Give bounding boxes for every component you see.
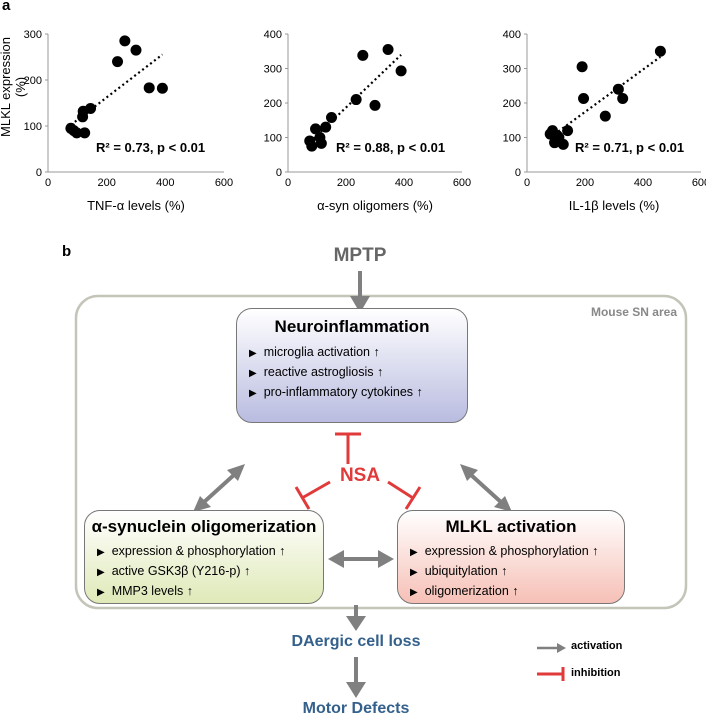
asyn-list: expression & phosphorylation ↑ active GS… <box>97 542 286 602</box>
neuroinflammation-list: microglia activation ↑ reactive astrogli… <box>249 343 423 403</box>
legend-activation-arrow <box>537 643 566 653</box>
mouse-sn-area-frame <box>74 294 688 610</box>
list-item: expression & phosphorylation ↑ <box>410 542 599 562</box>
nsa-inhibition-marks <box>294 432 422 510</box>
data-point <box>562 125 574 137</box>
nsa-label: NSA <box>339 465 381 486</box>
x-axis-label: TNF-α levels (%) <box>87 198 185 213</box>
y-tick-label: 100 <box>503 133 521 145</box>
data-point <box>306 140 318 152</box>
x-tick-label: 400 <box>395 177 413 189</box>
data-point <box>395 65 407 77</box>
r-squared-annotation: R² = 0.71, p < 0.01 <box>575 140 684 155</box>
y-tick-label: 200 <box>24 75 42 87</box>
asyn-mlkl-arrow <box>328 550 394 568</box>
mlkl-activation-box: MLKL activation expression & phosphoryla… <box>397 510 625 604</box>
mlkl-title: MLKL activation <box>445 517 577 536</box>
data-point <box>143 82 155 94</box>
data-point <box>315 137 327 149</box>
y-tick-label: 300 <box>264 64 282 76</box>
data-point <box>576 61 588 73</box>
data-point <box>578 93 590 105</box>
neuroinflammation-title: Neuroinflammation <box>274 317 430 336</box>
y-tick-label: 400 <box>503 29 521 41</box>
x-tick-label: 200 <box>337 177 355 189</box>
data-point <box>350 94 362 106</box>
asyn-oligomerization-box: α-synuclein oligomerization expression &… <box>84 510 324 604</box>
list-item: oligomerization ↑ <box>410 582 598 602</box>
y-tick-label: 300 <box>503 64 521 76</box>
panel-b-letter: b <box>62 243 72 260</box>
x-tick-label: 0 <box>524 177 530 189</box>
y-tick-label: 400 <box>264 29 282 41</box>
y-tick-label: 200 <box>503 98 521 110</box>
trend-line <box>70 53 164 126</box>
data-point <box>654 45 666 57</box>
mouse-sn-area-label: Mouse SN area <box>590 305 677 319</box>
list-item: pro-inflammatory cytokines ↑ <box>249 383 423 403</box>
mptp-arrow <box>350 271 370 313</box>
r-squared-annotation: R² = 0.73, p < 0.01 <box>96 140 205 155</box>
neuro-asyn-arrow <box>193 464 245 512</box>
mlkl-list: expression & phosphorylation ↑ ubiquityl… <box>410 542 599 602</box>
legend-inhibition-mark <box>537 667 565 681</box>
data-point <box>119 35 131 47</box>
x-tick-label: 200 <box>97 177 115 189</box>
data-point <box>156 82 168 94</box>
data-point <box>326 111 337 123</box>
x-tick-label: 600 <box>453 177 471 189</box>
data-point <box>617 93 629 105</box>
y-tick-label: 100 <box>24 121 42 133</box>
data-point <box>85 103 97 115</box>
list-item: MMP3 levels ↑ <box>97 582 285 602</box>
r-squared-annotation: R² = 0.88, p < 0.01 <box>336 140 445 155</box>
x-axis-label: IL-1β levels (%) <box>569 198 660 213</box>
to-daergic-arrow <box>346 605 366 631</box>
x-axis-label: α-syn oligomers (%) <box>317 198 433 213</box>
daergic-cell-loss-label: DAergic cell loss <box>291 633 421 650</box>
legend-activation-label: activation <box>571 640 623 652</box>
list-item: active GSK3β (Y216-p) ↑ <box>97 562 285 582</box>
mptp-label: MPTP <box>333 245 387 266</box>
y-tick-label: 0 <box>515 167 521 179</box>
motor-defects-label: Motor Defects <box>302 700 410 717</box>
data-point <box>112 56 124 68</box>
data-point <box>557 138 569 150</box>
data-point <box>310 123 322 135</box>
x-tick-label: 600 <box>692 177 706 189</box>
x-tick-label: 200 <box>576 177 594 189</box>
neuroinflammation-box: Neuroinflammation microglia activation ↑… <box>236 308 468 423</box>
y-tick-label: 0 <box>36 167 42 179</box>
y-tick-label: 300 <box>24 29 42 41</box>
y-tick-label: 200 <box>264 98 282 110</box>
y-tick-label: 100 <box>264 133 282 145</box>
data-point <box>357 49 369 61</box>
to-motor-arrow <box>346 657 366 698</box>
x-tick-label: 400 <box>156 177 174 189</box>
data-point <box>599 110 611 122</box>
x-tick-label: 0 <box>45 177 51 189</box>
data-point <box>130 44 142 56</box>
data-point <box>71 127 83 139</box>
panel-a-letter: a <box>2 0 11 14</box>
x-tick-label: 600 <box>215 177 233 189</box>
list-item: reactive astrogliosis ↑ <box>249 363 423 383</box>
asyn-title: α-synuclein oligomerization <box>91 517 317 536</box>
list-item: microglia activation ↑ <box>249 343 423 363</box>
y-tick-label: 0 <box>276 167 282 179</box>
x-tick-label: 400 <box>634 177 652 189</box>
neuro-mlkl-arrow <box>460 464 512 512</box>
data-point <box>79 127 91 139</box>
data-point <box>612 83 624 95</box>
legend-inhibition-label: inhibition <box>571 667 621 679</box>
list-item: ubiquitylation ↑ <box>410 562 598 582</box>
x-tick-label: 0 <box>285 177 291 189</box>
data-point <box>320 121 332 133</box>
data-point <box>382 44 394 56</box>
data-point <box>369 99 381 111</box>
list-item: expression & phosphorylation ↑ <box>97 542 286 562</box>
